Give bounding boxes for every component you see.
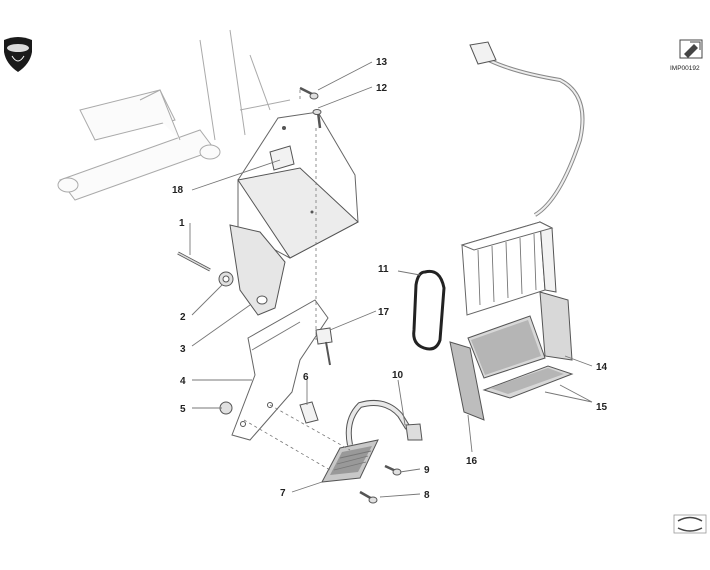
bolt-13 bbox=[299, 86, 319, 100]
exploded-view-icon bbox=[679, 39, 703, 59]
soft-way-icon bbox=[673, 514, 707, 534]
regulator-wiring bbox=[345, 400, 423, 446]
callout-2: 2 bbox=[180, 312, 186, 323]
callout-17: 17 bbox=[378, 307, 390, 318]
callout-18: 18 bbox=[172, 185, 184, 196]
battery bbox=[460, 221, 557, 316]
callout-1: 1 bbox=[179, 218, 185, 229]
callout-3: 3 bbox=[180, 344, 186, 355]
callout-6: 6 bbox=[303, 372, 309, 383]
voltage-regulator bbox=[321, 439, 379, 483]
callout-14: 14 bbox=[596, 362, 608, 373]
bolt-8 bbox=[359, 490, 378, 504]
bolt-12 bbox=[312, 109, 322, 129]
connector-17 bbox=[315, 327, 333, 366]
callout-11: 11 bbox=[378, 264, 389, 275]
callout-4: 4 bbox=[180, 376, 186, 387]
callout-15: 15 bbox=[596, 402, 608, 413]
diagram-code: IMP00192 bbox=[670, 65, 700, 72]
clip-6 bbox=[299, 401, 319, 424]
battery-tray bbox=[449, 291, 574, 421]
callout-7: 7 bbox=[280, 488, 286, 499]
callout-16: 16 bbox=[466, 456, 478, 467]
ducati-logo-icon bbox=[4, 37, 32, 72]
callout-8: 8 bbox=[424, 490, 430, 501]
battery-cable bbox=[469, 41, 585, 217]
lower-bracket bbox=[231, 299, 329, 441]
bolt-9 bbox=[384, 464, 402, 476]
callout-12: 12 bbox=[376, 83, 388, 94]
nut-2 bbox=[218, 271, 234, 287]
frame-ghost bbox=[57, 29, 291, 201]
callout-9: 9 bbox=[424, 465, 430, 476]
leader-lines bbox=[189, 61, 593, 498]
callout-13: 13 bbox=[376, 57, 388, 68]
bolt-1 bbox=[177, 251, 211, 272]
rubber-band bbox=[412, 269, 446, 351]
upper-bracket bbox=[229, 111, 359, 316]
callout-5: 5 bbox=[180, 404, 186, 415]
callout-10: 10 bbox=[392, 370, 404, 381]
